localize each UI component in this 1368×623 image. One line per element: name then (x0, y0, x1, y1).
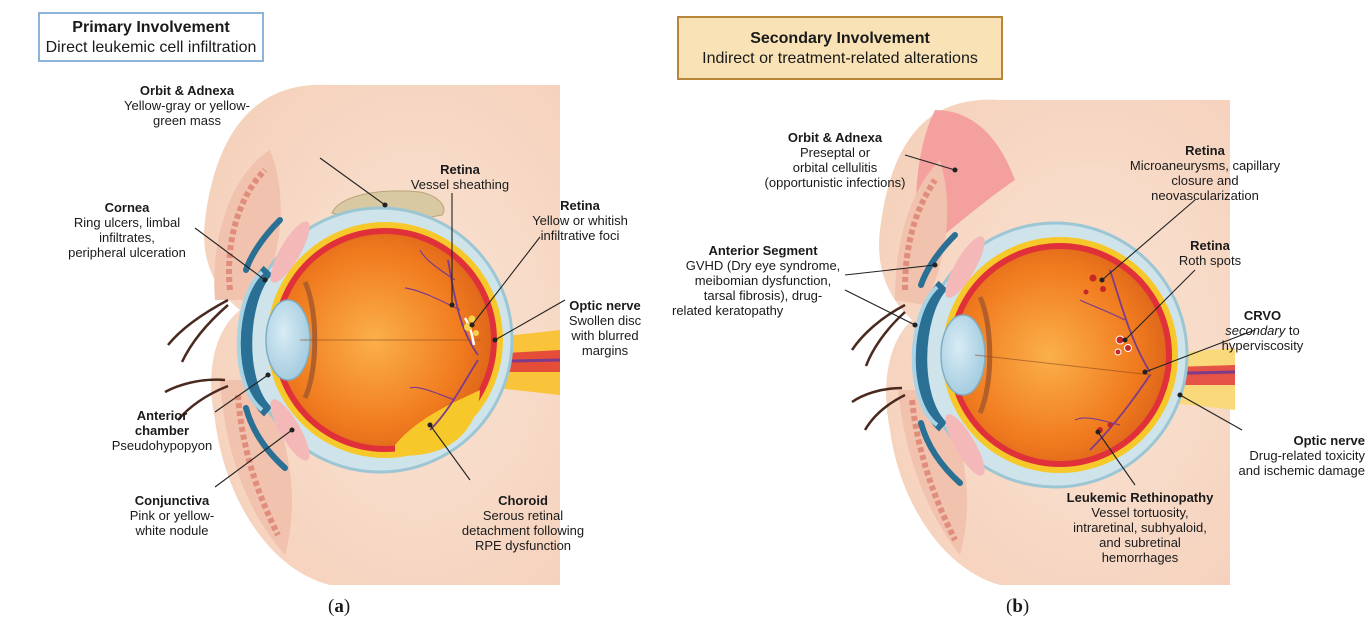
label-title: Anterior Segment (668, 243, 858, 258)
label-desc: Serous retinal (438, 508, 608, 523)
label-desc: hyperviscosity (1205, 338, 1320, 353)
label-desc: Swollen disc (550, 313, 660, 328)
label-desc: detachment following (438, 523, 608, 538)
header-secondary-title: Secondary Involvement (679, 29, 1001, 49)
label-title: Orbit & Adnexa (92, 83, 282, 98)
label-desc: and ischemic damage (1215, 463, 1365, 478)
label-title: Retina (515, 198, 645, 213)
label-desc: Yellow-gray or yellow- (92, 98, 282, 113)
label-desc: Microaneurysms, capillary (1110, 158, 1300, 173)
label-desc-italic: secondary (1225, 323, 1285, 338)
caption-paren: ) (344, 596, 350, 617)
label-desc: Pseudohypopyon (92, 438, 232, 453)
label-title: Leukemic Rethinopathy (1030, 490, 1250, 505)
label-title: Choroid (438, 493, 608, 508)
label-b-anterior-segment: Anterior Segment GVHD (Dry eye syndrome,… (668, 243, 858, 318)
label-desc: hemorrhages (1030, 550, 1250, 565)
caption-letter: a (334, 596, 344, 617)
label-b-retina-roth: Retina Roth spots (1165, 238, 1255, 268)
label-b-leukemic-retinopathy: Leukemic Rethinopathy Vessel tortuosity,… (1030, 490, 1250, 565)
label-desc: infiltrates, (52, 230, 202, 245)
label-desc: Preseptal or (740, 145, 930, 160)
label-desc: intraretinal, subhyaloid, (1030, 520, 1250, 535)
label-desc: green mass (92, 113, 282, 128)
label-desc: white nodule (102, 523, 242, 538)
label-desc: peripheral ulceration (52, 245, 202, 260)
header-primary-subtitle: Direct leukemic cell infiltration (40, 38, 262, 58)
label-b-orbit: Orbit & Adnexa Preseptal or orbital cell… (740, 130, 930, 190)
label-a-cornea: Cornea Ring ulcers, limbal infiltrates, … (52, 200, 202, 260)
label-title: chamber (92, 423, 232, 438)
caption-paren: ) (1023, 596, 1029, 617)
label-desc: related keratopathy (668, 303, 858, 318)
label-desc: secondary to (1205, 323, 1320, 338)
label-title: Anterior (92, 408, 232, 423)
label-desc: RPE dysfunction (438, 538, 608, 553)
vitreous-b (954, 249, 1166, 461)
label-desc: with blurred (550, 328, 660, 343)
label-desc: tarsal fibrosis), drug- (668, 288, 858, 303)
header-secondary: Secondary Involvement Indirect or treatm… (677, 16, 1003, 80)
label-desc: closure and (1110, 173, 1300, 188)
header-primary: Primary Involvement Direct leukemic cell… (38, 12, 264, 62)
label-title: Retina (1165, 238, 1255, 253)
label-b-retina-micro: Retina Microaneurysms, capillary closure… (1110, 143, 1300, 203)
label-title: Conjunctiva (102, 493, 242, 508)
label-title: Retina (380, 162, 540, 177)
label-title: Optic nerve (550, 298, 660, 313)
label-desc-part: to (1285, 323, 1299, 338)
label-a-retina-foci: Retina Yellow or whitish infiltrative fo… (515, 198, 645, 243)
label-desc: Drug-related toxicity (1215, 448, 1365, 463)
label-desc: neovascularization (1110, 188, 1300, 203)
label-desc: (opportunistic infections) (740, 175, 930, 190)
label-a-orbit: Orbit & Adnexa Yellow-gray or yellow- gr… (92, 83, 282, 128)
label-desc: meibomian dysfunction, (668, 273, 858, 288)
label-title: Retina (1110, 143, 1300, 158)
label-desc: Ring ulcers, limbal (52, 215, 202, 230)
label-a-optic-nerve: Optic nerve Swollen disc with blurred ma… (550, 298, 660, 358)
label-title: Optic nerve (1215, 433, 1365, 448)
label-desc: Pink or yellow- (102, 508, 242, 523)
label-a-choroid: Choroid Serous retinal detachment follow… (438, 493, 608, 553)
caption-a: (a) (328, 596, 350, 618)
label-title: Orbit & Adnexa (740, 130, 930, 145)
label-desc: and subretinal (1030, 535, 1250, 550)
label-desc: Yellow or whitish (515, 213, 645, 228)
label-title: CRVO (1205, 308, 1320, 323)
label-title: Cornea (52, 200, 202, 215)
label-a-anterior-chamber: Anterior chamber Pseudohypopyon (92, 408, 232, 453)
label-desc: Vessel sheathing (380, 177, 540, 192)
label-desc: Vessel tortuosity, (1030, 505, 1250, 520)
header-secondary-subtitle: Indirect or treatment-related alteration… (679, 49, 1001, 69)
label-desc: GVHD (Dry eye syndrome, (668, 258, 858, 273)
label-b-crvo: CRVO secondary to hyperviscosity (1205, 308, 1320, 353)
label-desc: orbital cellulitis (740, 160, 930, 175)
label-desc: Roth spots (1165, 253, 1255, 268)
label-b-optic-nerve: Optic nerve Drug-related toxicity and is… (1215, 433, 1365, 478)
caption-b: (b) (1006, 596, 1029, 618)
label-desc: infiltrative foci (515, 228, 645, 243)
label-a-retina-sheathing: Retina Vessel sheathing (380, 162, 540, 192)
label-desc: margins (550, 343, 660, 358)
header-primary-title: Primary Involvement (40, 18, 262, 38)
label-a-conjunctiva: Conjunctiva Pink or yellow- white nodule (102, 493, 242, 538)
caption-letter: b (1012, 596, 1023, 617)
